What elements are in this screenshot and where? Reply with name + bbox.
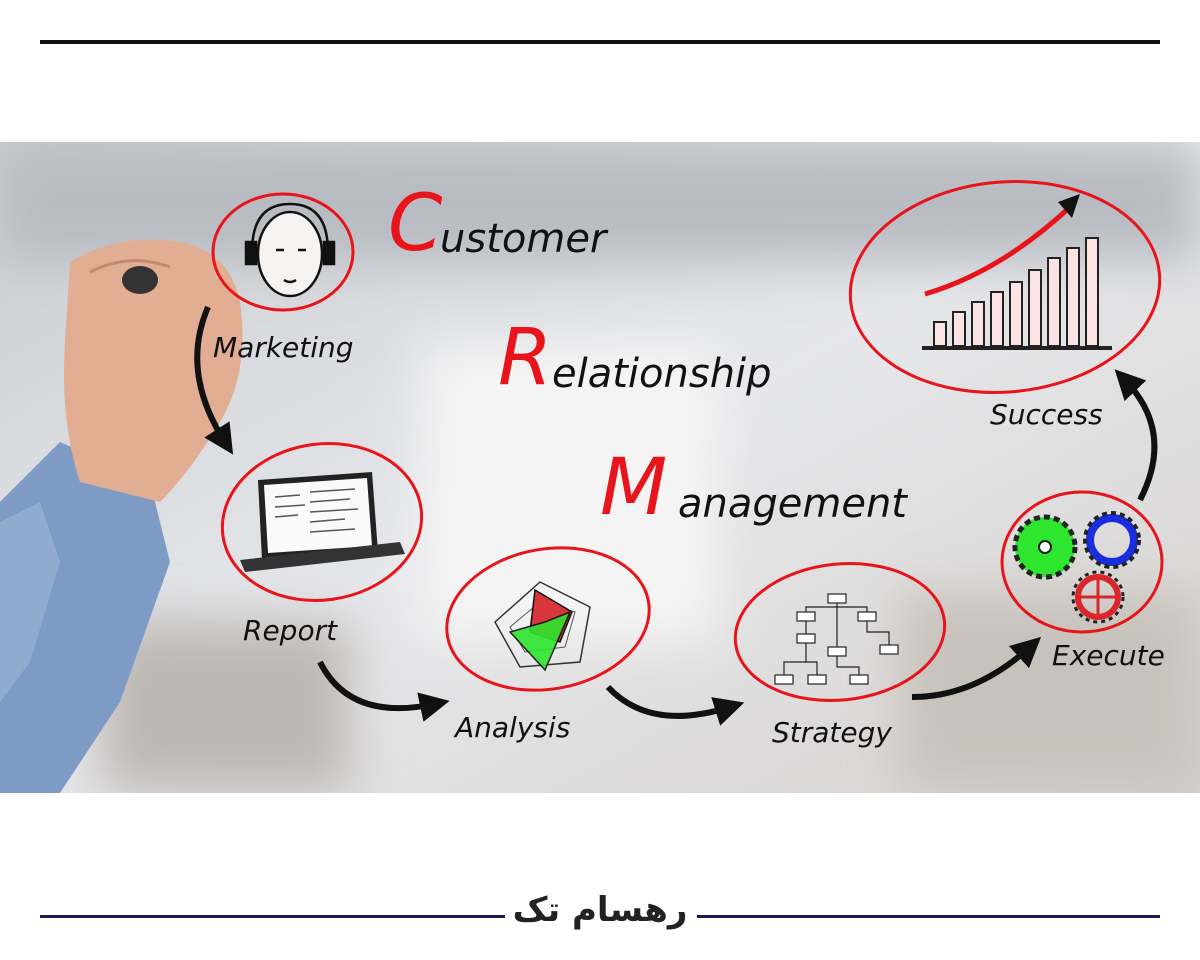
strategy-circle	[733, 561, 947, 703]
title-initial-c: C	[388, 179, 443, 269]
red-circles	[211, 180, 1164, 703]
label-execute: Execute	[1052, 639, 1165, 672]
crm-diagram-image: C ustomer R elationship M anagement Mark…	[0, 142, 1200, 793]
label-marketing: Marketing	[213, 331, 354, 364]
arrow-report-analysis	[317, 660, 450, 722]
arrow-execute-success	[1114, 369, 1158, 502]
report-circle	[220, 442, 424, 602]
label-analysis: Analysis	[453, 711, 570, 744]
title-management: anagement	[678, 481, 908, 527]
label-success: Success	[990, 398, 1103, 431]
bottom-divider-right	[697, 915, 1160, 918]
marketing-circle	[211, 192, 355, 312]
label-strategy: Strategy	[772, 716, 892, 749]
customer-headset-icon	[244, 202, 336, 298]
growth-bar-chart-icon	[922, 194, 1112, 350]
laptop-report-icon	[240, 472, 405, 572]
execute-circle	[1000, 490, 1164, 634]
brand-logo: رهسام تک	[512, 890, 688, 930]
arrow-strategy-execute	[911, 636, 1042, 700]
top-divider	[40, 40, 1160, 44]
arrow-marketing-report	[194, 305, 234, 455]
bottom-divider-left	[40, 915, 505, 918]
analysis-circle	[445, 546, 651, 692]
arrow-analysis-strategy	[605, 684, 745, 726]
label-report: Report	[243, 614, 338, 647]
flow-arrows	[194, 305, 1158, 726]
success-circle	[848, 180, 1162, 394]
radar-chart-icon	[494, 581, 591, 672]
org-chart-icon	[774, 593, 899, 685]
title-initial-r: R	[498, 313, 552, 403]
title-relationship: elationship	[552, 351, 772, 397]
title-customer: ustomer	[440, 216, 609, 262]
crm-title: C ustomer R elationship M anagement	[388, 179, 908, 533]
gears-icon	[1012, 511, 1141, 624]
title-initial-m: M	[600, 443, 667, 533]
step-labels: Marketing Report Analysis Strategy Execu…	[213, 331, 1165, 749]
hand-with-marker	[0, 239, 243, 793]
